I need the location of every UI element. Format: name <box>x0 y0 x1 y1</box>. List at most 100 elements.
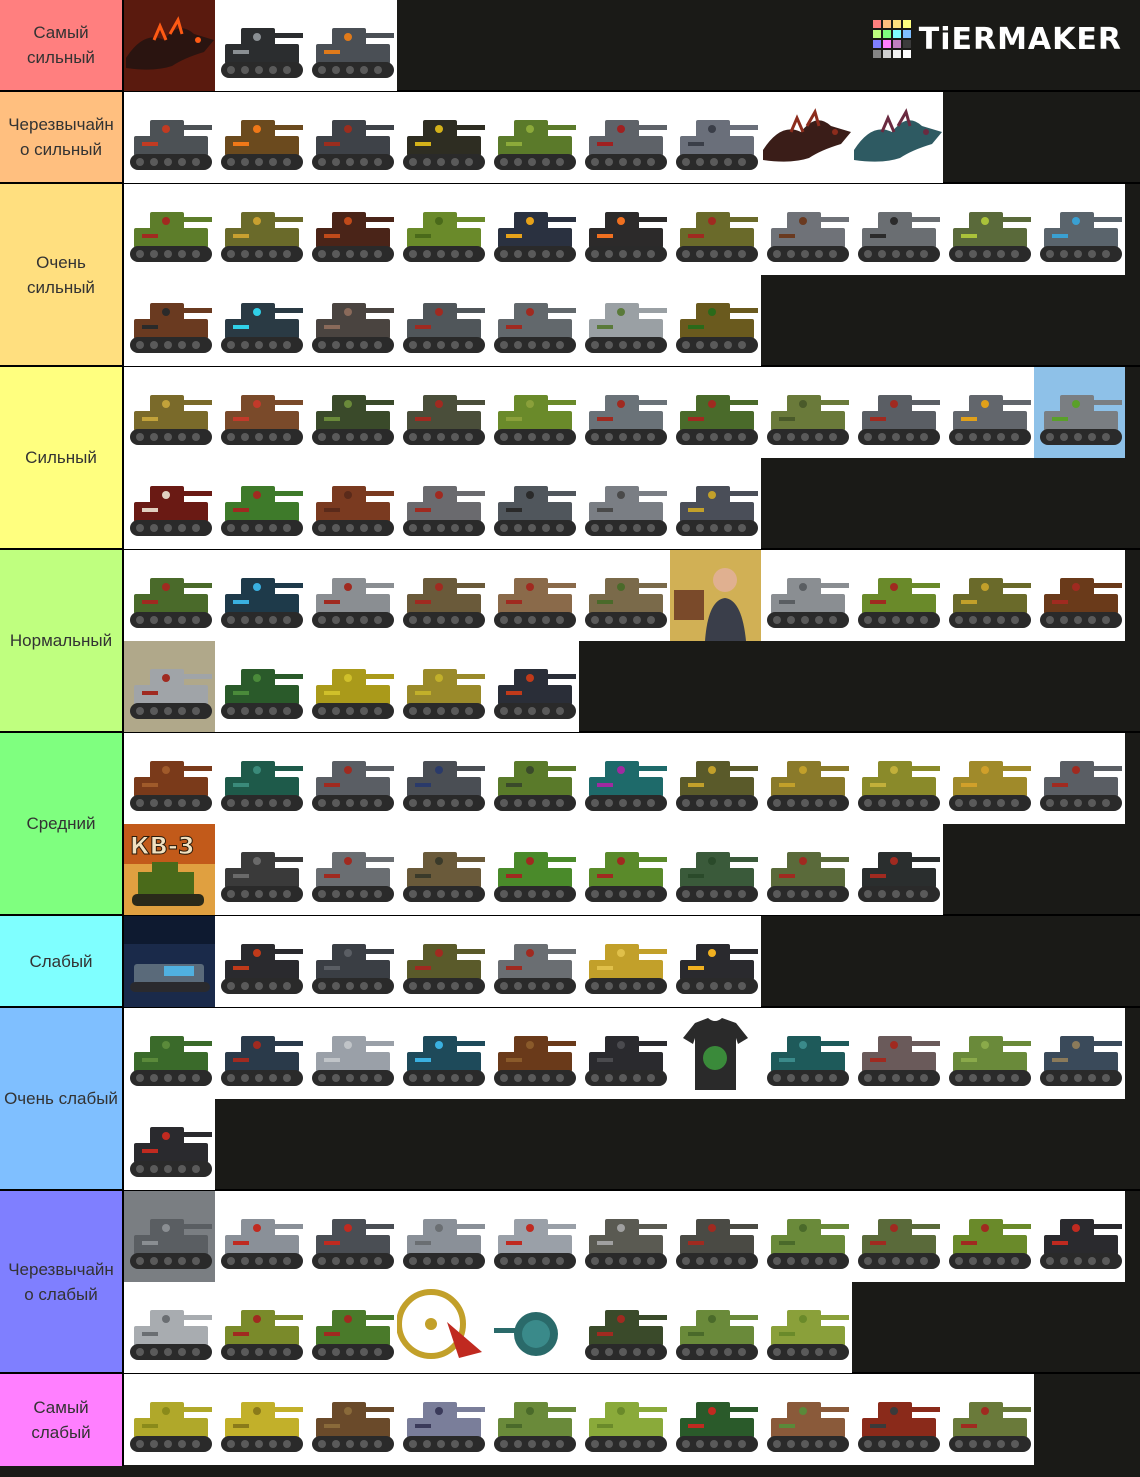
tank-icon[interactable] <box>306 275 397 366</box>
tank-icon[interactable] <box>943 1374 1034 1465</box>
poster-icon[interactable] <box>124 916 215 1007</box>
tank-icon[interactable] <box>488 550 579 641</box>
tank-icon[interactable] <box>579 1374 670 1465</box>
tier-label[interactable]: Очень слабый <box>0 1008 124 1189</box>
tank-icon[interactable] <box>943 184 1034 275</box>
tank-icon[interactable] <box>670 1374 761 1465</box>
tank-icon[interactable] <box>488 641 579 732</box>
tank-icon[interactable] <box>943 1008 1034 1099</box>
tank-icon[interactable] <box>670 184 761 275</box>
dragon-tank-icon[interactable] <box>124 0 215 91</box>
tank-icon[interactable] <box>943 733 1034 824</box>
tank-icon[interactable] <box>397 92 488 183</box>
tank-icon[interactable] <box>852 184 943 275</box>
tank-icon[interactable] <box>397 458 488 549</box>
tank-icon[interactable] <box>488 733 579 824</box>
person-photo-icon[interactable] <box>670 550 761 641</box>
tank-icon[interactable] <box>852 824 943 915</box>
tank-icon[interactable] <box>579 824 670 915</box>
tier-label[interactable]: Нормальный <box>0 550 124 731</box>
tank-icon[interactable] <box>943 1191 1034 1282</box>
tank-icon[interactable] <box>852 1374 943 1465</box>
tank-icon[interactable] <box>943 367 1034 458</box>
tank-icon[interactable] <box>761 367 852 458</box>
tank-icon[interactable] <box>579 1282 670 1373</box>
tank-icon[interactable] <box>670 733 761 824</box>
tank-icon[interactable] <box>670 92 761 183</box>
tank-icon[interactable] <box>579 92 670 183</box>
tank-icon[interactable] <box>670 916 761 1007</box>
tank-icon[interactable] <box>306 0 397 91</box>
tank-icon[interactable] <box>215 824 306 915</box>
tier-label[interactable]: Очень сильный <box>0 184 124 365</box>
tank-icon[interactable] <box>397 824 488 915</box>
tank-icon[interactable] <box>761 1374 852 1465</box>
fan-tank-icon[interactable] <box>397 1282 488 1373</box>
tank-icon[interactable] <box>488 458 579 549</box>
tank-icon[interactable] <box>397 550 488 641</box>
tank-icon[interactable] <box>215 92 306 183</box>
tank-icon[interactable] <box>852 733 943 824</box>
tank-icon[interactable] <box>397 184 488 275</box>
tank-icon[interactable] <box>215 458 306 549</box>
tank-icon[interactable] <box>306 733 397 824</box>
tank-icon[interactable] <box>488 1374 579 1465</box>
tank-icon[interactable] <box>124 184 215 275</box>
tank-icon[interactable] <box>579 275 670 366</box>
tank-icon[interactable] <box>579 733 670 824</box>
tank-icon[interactable] <box>124 275 215 366</box>
tank-icon[interactable] <box>306 1191 397 1282</box>
tank-icon[interactable] <box>852 1008 943 1099</box>
tank-icon[interactable] <box>488 92 579 183</box>
tank-icon[interactable] <box>124 1008 215 1099</box>
tshirt-icon[interactable] <box>670 1008 761 1099</box>
dragon-tank-icon[interactable] <box>852 92 943 183</box>
kv3-poster-icon[interactable]: КВ-3 <box>124 824 215 915</box>
tier-label[interactable]: Слабый <box>0 916 124 1006</box>
tank-icon[interactable] <box>124 1282 215 1373</box>
tank-icon[interactable] <box>579 916 670 1007</box>
tank-icon[interactable] <box>215 733 306 824</box>
tank-icon[interactable] <box>397 1008 488 1099</box>
tank-icon[interactable] <box>488 184 579 275</box>
tank-icon[interactable] <box>124 733 215 824</box>
tank-icon[interactable] <box>1034 1191 1125 1282</box>
tank-icon[interactable] <box>761 184 852 275</box>
tank-icon[interactable] <box>215 1008 306 1099</box>
tank-icon[interactable] <box>397 641 488 732</box>
tank-icon[interactable] <box>124 550 215 641</box>
tank-icon[interactable] <box>124 92 215 183</box>
tank-icon[interactable] <box>761 1282 852 1373</box>
tank-icon[interactable] <box>397 1191 488 1282</box>
tank-icon[interactable] <box>1034 550 1125 641</box>
tank-icon[interactable] <box>670 824 761 915</box>
tier-label[interactable]: Средний <box>0 733 124 914</box>
tank-icon[interactable] <box>1034 184 1125 275</box>
tank-icon[interactable] <box>306 916 397 1007</box>
tank-icon[interactable] <box>761 550 852 641</box>
tank-icon[interactable] <box>852 550 943 641</box>
tank-icon[interactable] <box>852 367 943 458</box>
tank-icon[interactable] <box>215 641 306 732</box>
tank-icon[interactable] <box>215 0 306 91</box>
tank-icon[interactable] <box>215 275 306 366</box>
tank-icon[interactable] <box>579 550 670 641</box>
tank-icon[interactable] <box>306 1374 397 1465</box>
tank-icon[interactable] <box>761 733 852 824</box>
tank-icon[interactable] <box>761 1008 852 1099</box>
tank-icon[interactable] <box>124 1374 215 1465</box>
tank-icon[interactable] <box>670 1191 761 1282</box>
tank-icon[interactable] <box>579 458 670 549</box>
tank-icon[interactable] <box>306 184 397 275</box>
tank-icon[interactable] <box>1034 367 1125 458</box>
tier-label[interactable]: Самый слабый <box>0 1374 124 1466</box>
tank-icon[interactable] <box>670 275 761 366</box>
tank-icon[interactable] <box>488 367 579 458</box>
tank-icon[interactable] <box>579 184 670 275</box>
tank-icon[interactable] <box>852 1191 943 1282</box>
tank-icon[interactable] <box>215 184 306 275</box>
tier-label[interactable]: Самый сильный <box>0 0 124 90</box>
tank-icon[interactable] <box>488 916 579 1007</box>
tank-icon[interactable] <box>670 1282 761 1373</box>
tank-icon[interactable] <box>488 1008 579 1099</box>
